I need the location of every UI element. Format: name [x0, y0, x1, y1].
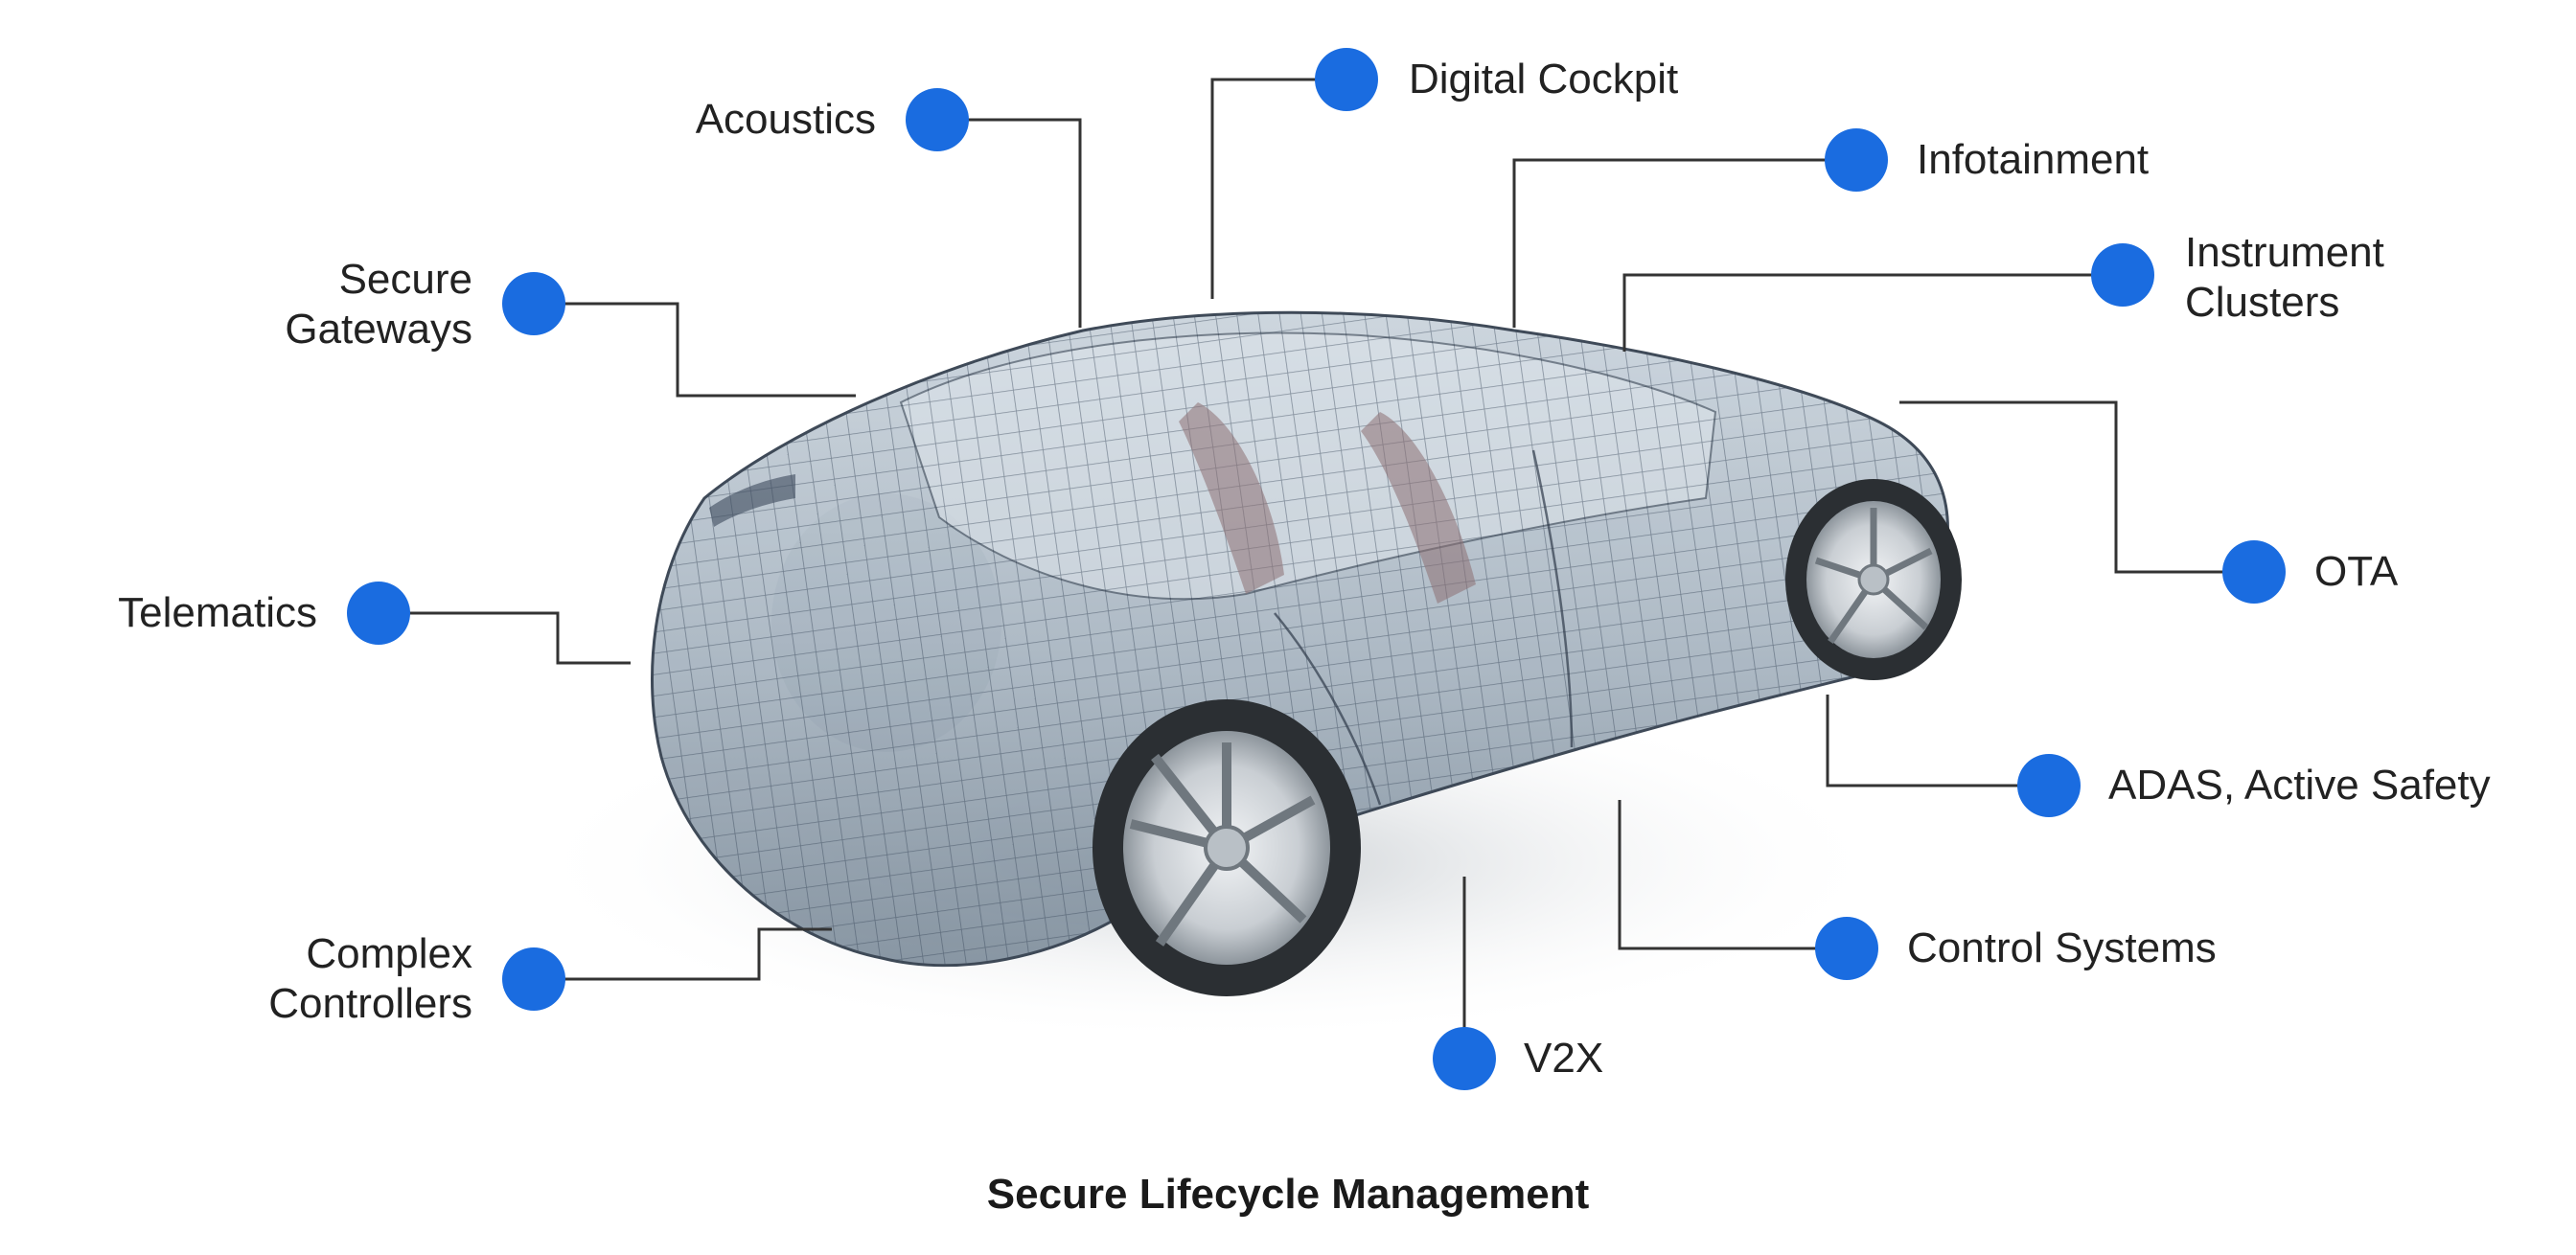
rear-wheel-image: [1785, 479, 1962, 680]
connector-adas: [1826, 695, 2049, 787]
marker-ota: [2222, 540, 2286, 604]
marker-v2x: [1433, 1027, 1496, 1090]
label-infotainment: Infotainment: [1917, 136, 2150, 183]
label-digital-cockpit: Digital Cockpit: [1409, 56, 1679, 103]
label-complex-controllers: Complex Controllers: [268, 930, 472, 1027]
marker-control-systems: [1815, 917, 1878, 980]
car-wireframe-image: [651, 310, 1949, 968]
marker-complex-controllers: [502, 947, 565, 1011]
connector-telematics: [379, 611, 631, 665]
connector-instrument-clusters: [1622, 273, 2123, 352]
connector-digital-cockpit: [1210, 78, 1346, 299]
connector-infotainment: [1512, 158, 1856, 328]
label-instrument-clusters: Instrument Clusters: [2185, 229, 2384, 326]
connector-acoustics: [958, 118, 1082, 328]
marker-telematics: [347, 582, 410, 645]
connector-ota: [1899, 400, 2254, 574]
connector-control-systems: [1618, 800, 1847, 950]
connector-complex-controllers: [534, 927, 832, 981]
marker-adas: [2017, 754, 2081, 817]
connector-secure-gateways: [534, 302, 856, 398]
connector-lines: [379, 78, 2254, 1059]
diagram-caption: Secure Lifecycle Management: [986, 1171, 1590, 1218]
marker-acoustics: [906, 88, 969, 151]
label-v2x: V2X: [1524, 1035, 1604, 1082]
label-control-systems: Control Systems: [1907, 924, 2217, 971]
label-secure-gateways: Secure Gateways: [285, 256, 472, 353]
marker-digital-cockpit: [1315, 48, 1378, 111]
label-adas: ADAS, Active Safety: [2108, 762, 2491, 809]
marker-secure-gateways: [502, 272, 565, 335]
label-acoustics: Acoustics: [695, 96, 876, 143]
label-ota: OTA: [2314, 548, 2399, 595]
marker-infotainment: [1825, 128, 1888, 192]
marker-instrument-clusters: [2091, 243, 2154, 307]
front-wheel-image: [1092, 699, 1361, 996]
label-telematics: Telematics: [118, 589, 317, 636]
